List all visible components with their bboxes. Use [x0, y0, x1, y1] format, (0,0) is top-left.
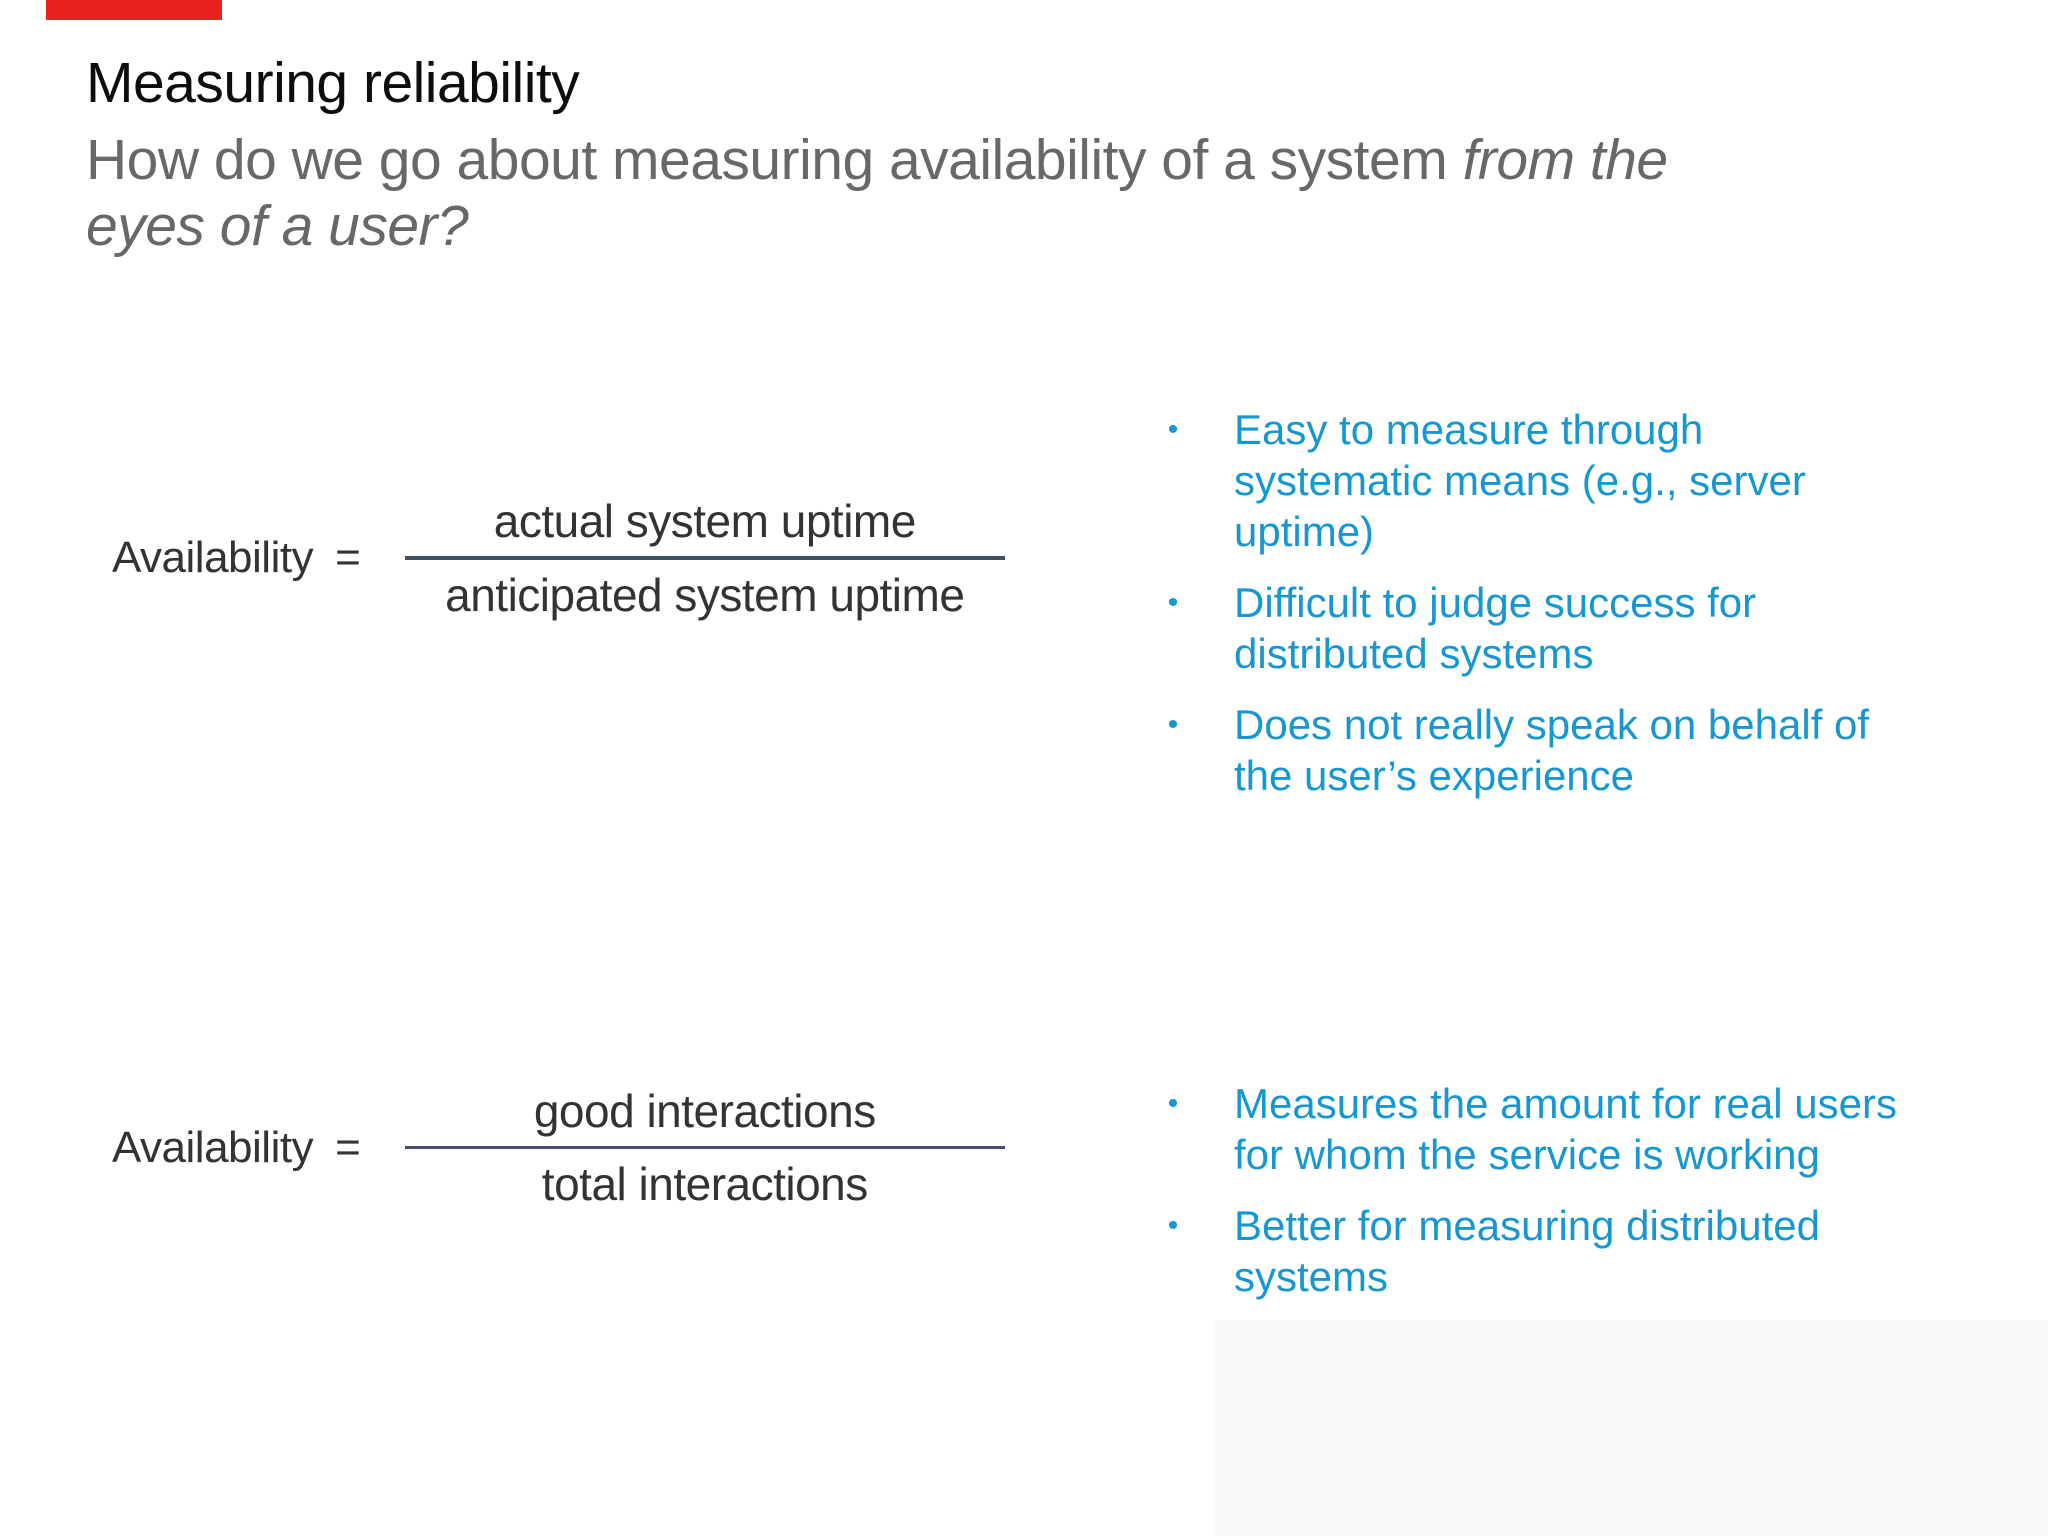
bullet-text: Better for measuring distributed systems — [1234, 1200, 1820, 1302]
bullet-dot-icon: • — [1167, 708, 1179, 741]
formula-interaction-availability: Availability = good interactions total i… — [112, 1084, 1005, 1211]
formula-uptime-availability: Availability = actual system uptime anti… — [112, 494, 1005, 622]
list-item: • Better for measuring distributed syste… — [1158, 1200, 2038, 1302]
list-item: • Does not really speak on behalf of the… — [1158, 699, 2038, 801]
bullet-line: for whom the service is working — [1234, 1131, 1820, 1178]
bullet-line: distributed systems — [1234, 630, 1594, 677]
subtitle-regular-text: How do we go about measuring availabilit… — [86, 128, 1448, 192]
bullet-text: Difficult to judge success for distribut… — [1234, 577, 1756, 679]
formula2-fraction-line — [404, 1146, 1005, 1149]
bullet-dot-icon: • — [1167, 1087, 1179, 1120]
list-item: • Difficult to judge success for distrib… — [1158, 577, 2038, 679]
formula2-numerator: good interactions — [533, 1085, 876, 1137]
formula1-equals-sign: = — [335, 533, 361, 582]
slide-title: Measuring reliability — [86, 51, 580, 115]
uptime-bullet-list: • Easy to measure through systematic mea… — [1158, 404, 2038, 821]
bullet-line: systematic means (e.g., server — [1234, 457, 1806, 504]
formula1-denominator: anticipated system uptime — [445, 569, 965, 621]
formula1-numerator: actual system uptime — [493, 495, 917, 547]
bullet-line: Better for measuring distributed — [1234, 1202, 1820, 1249]
bullet-line: systems — [1234, 1253, 1389, 1300]
slide-accent-bar — [46, 0, 222, 20]
bullet-line: Measures the amount for real users — [1234, 1080, 1897, 1127]
formula2-equals-sign: = — [335, 1122, 361, 1172]
bullet-line: Does not really speak on behalf of — [1234, 701, 1870, 748]
bullet-line: Difficult to judge success for — [1234, 579, 1757, 626]
interaction-bullet-list: • Measures the amount for real users for… — [1158, 1078, 2038, 1322]
bullet-dot-icon: • — [1167, 413, 1179, 446]
formula1-label: Availability — [112, 533, 314, 582]
bullet-line: the user’s experience — [1234, 752, 1635, 799]
bullet-line: uptime) — [1234, 508, 1375, 555]
formula1-fraction-line — [404, 556, 1005, 560]
bullet-text: Measures the amount for real users for w… — [1234, 1078, 1897, 1180]
list-item: • Measures the amount for real users for… — [1158, 1078, 2038, 1180]
formula2-label: Availability — [112, 1122, 314, 1172]
bullet-text: Does not really speak on behalf of the u… — [1234, 699, 1869, 801]
bottom-right-shaded-panel — [1215, 1320, 2048, 1536]
bullet-dot-icon: • — [1167, 1209, 1179, 1242]
subtitle-italic-text: from the — [1462, 128, 1669, 192]
formula1-fraction: actual system uptime anticipated system … — [404, 494, 1005, 622]
bullet-dot-icon: • — [1167, 586, 1179, 619]
subtitle-italic-line2: eyes of a user? — [86, 194, 469, 258]
list-item: • Easy to measure through systematic mea… — [1158, 404, 2038, 557]
formula2-denominator: total interactions — [541, 1158, 868, 1210]
bullet-text: Easy to measure through systematic means… — [1234, 404, 1806, 557]
formula2-fraction: good interactions total interactions — [404, 1084, 1005, 1211]
slide-subtitle: How do we go about measuring availabilit… — [86, 127, 1996, 259]
bullet-line: Easy to measure through — [1234, 406, 1704, 453]
